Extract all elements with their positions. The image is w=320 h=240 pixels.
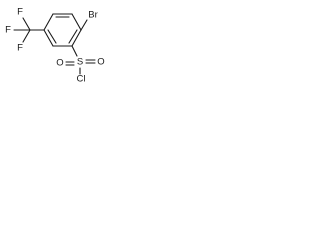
atom-f-left-label: F: [5, 25, 11, 36]
atom-f-top-label: F: [17, 7, 23, 18]
ring-bond-right-lower-inner: [68, 29, 78, 44]
bond-ring-s: [71, 45, 78, 57]
atom-o-right-label: O: [97, 57, 104, 68]
atom-cl-label: Cl: [77, 74, 86, 85]
atom-s-label: S: [77, 57, 83, 68]
molecule-structure-diagram: Br F F F S O O Cl: [5, 7, 105, 85]
ring-bond-left-upper: [43, 13, 54, 31]
ring-bond-left-lower-inner: [47, 29, 57, 44]
atom-br-label: Br: [88, 10, 98, 21]
ring-bond-right-lower: [71, 29, 82, 47]
ring-bond-right-upper: [71, 13, 82, 31]
benzene-ring: [43, 13, 82, 47]
bond-c-f-top: [22, 17, 31, 31]
bond-ring-br: [80, 19, 88, 31]
bond-c-f-bottom: [22, 29, 31, 43]
ring-bond-left-lower: [43, 29, 54, 47]
atom-o-left-label: O: [56, 58, 63, 69]
atom-f-bottom-label: F: [17, 43, 23, 54]
